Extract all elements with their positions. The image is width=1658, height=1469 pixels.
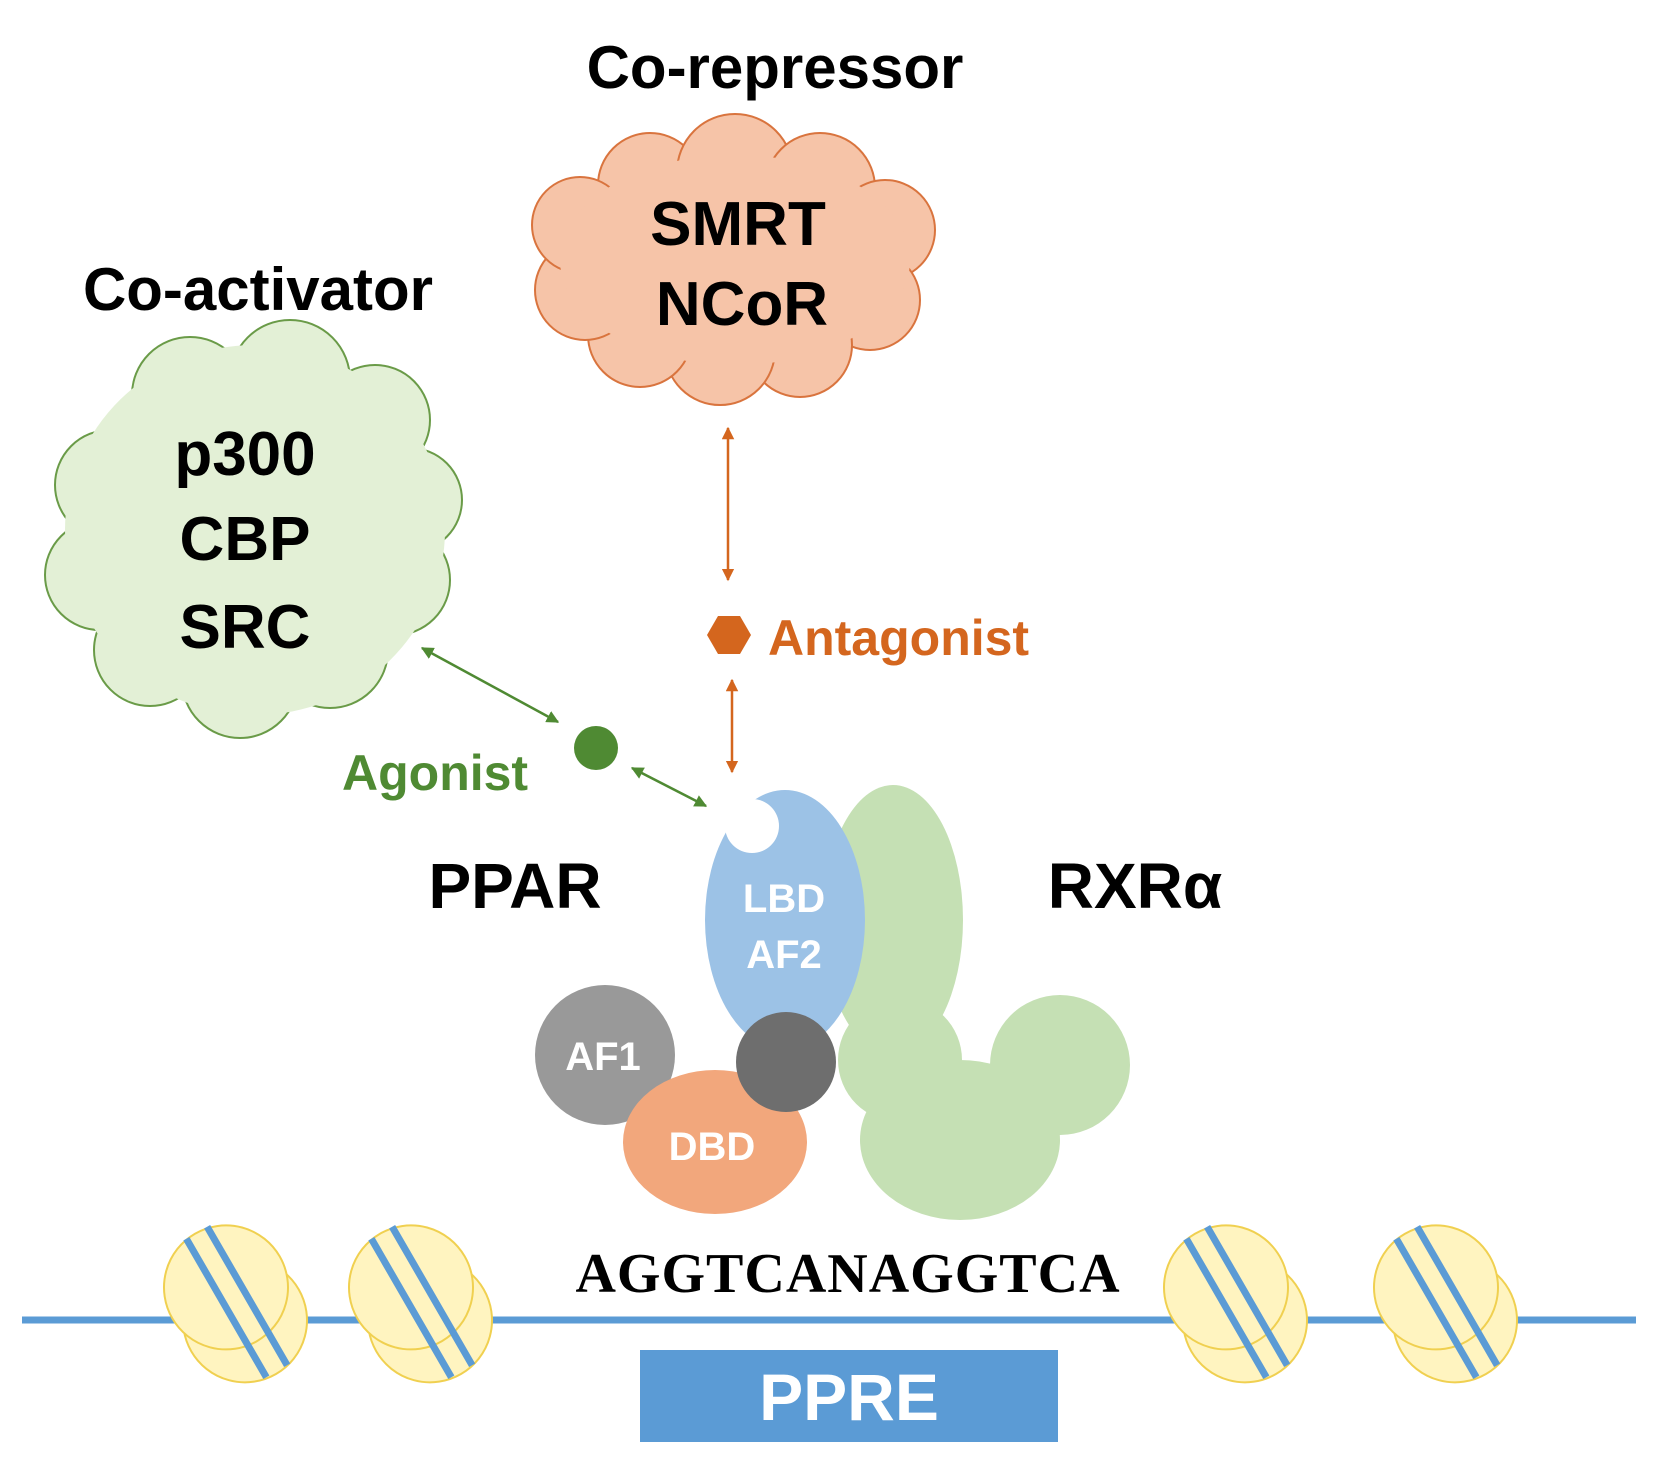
hinge-domain — [736, 1012, 836, 1112]
antagonist-hexagon-icon — [707, 616, 751, 654]
nucleosome-3 — [1163, 1224, 1308, 1384]
af1-domain — [535, 985, 675, 1125]
antagonist-label: Antagonist — [768, 610, 1029, 666]
rxr-label: RXRα — [1048, 850, 1222, 922]
ppre-label: PPRE — [759, 1360, 939, 1434]
coactivator-heading: Co-activator — [83, 256, 433, 323]
corepressor-protein-smrt: SMRT — [650, 190, 826, 259]
corepressor-protein-ncor: NCoR — [656, 270, 828, 339]
af2-label: AF2 — [746, 933, 822, 977]
nucleosome-4 — [1373, 1224, 1518, 1384]
ligand-binding-pocket — [725, 799, 779, 853]
agonist-circle-icon — [574, 726, 618, 770]
coactivator-cloud — [44, 319, 463, 739]
coactivator-protein-cbp: CBP — [180, 505, 311, 574]
coactivator-protein-p300: p300 — [174, 420, 315, 489]
ppar-label: PPAR — [428, 850, 601, 922]
ppre-box — [640, 1350, 1058, 1442]
coactivator-protein-src: SRC — [180, 593, 311, 662]
af1-label: AF1 — [565, 1035, 641, 1079]
rxr-alpha-shape — [823, 785, 1130, 1220]
corepressor-heading: Co-repressor — [587, 34, 964, 101]
agonist-label: Agonist — [342, 745, 528, 801]
ppre-sequence: AGGTCANAGGTCA — [575, 1243, 1120, 1305]
lbd-af2-domain — [705, 790, 865, 1050]
dbd-domain — [623, 1070, 807, 1214]
nucleosome-1 — [163, 1224, 308, 1384]
dbd-label: DBD — [669, 1125, 756, 1169]
corepressor-cloud — [531, 113, 936, 406]
agonist-receptor-arrow — [630, 766, 708, 808]
lbd-label: LBD — [743, 877, 825, 921]
coactivator-agonist-arrow — [420, 646, 560, 724]
nucleosome-2 — [348, 1224, 493, 1384]
